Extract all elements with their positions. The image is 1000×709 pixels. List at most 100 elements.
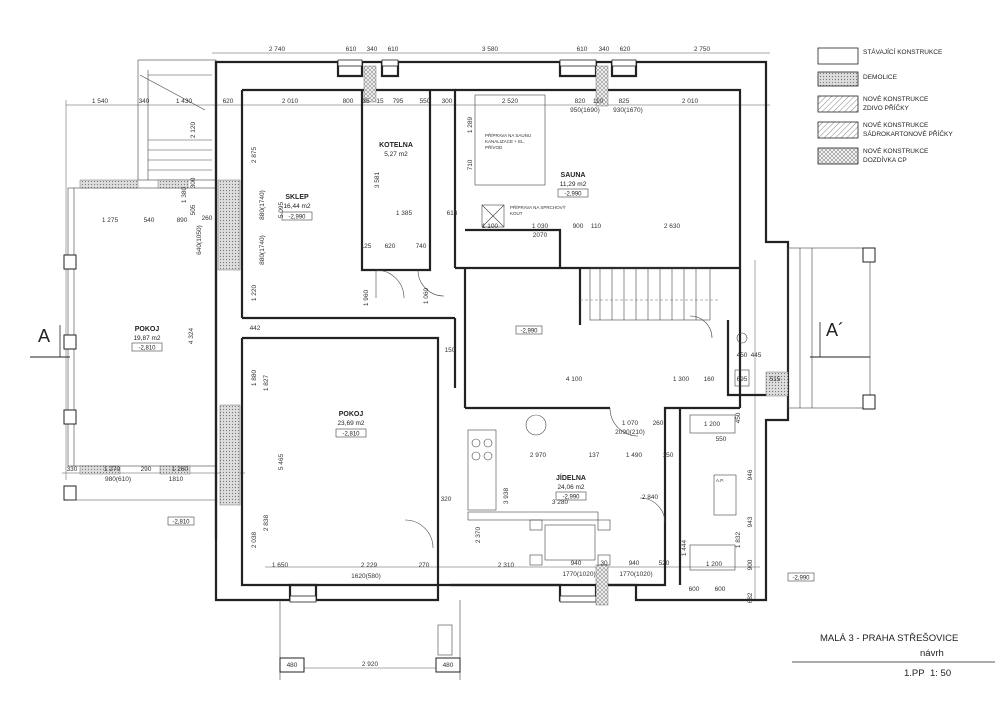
dim: 825 bbox=[619, 98, 630, 105]
dim: 550 bbox=[716, 436, 727, 443]
dim: 2 229 bbox=[361, 562, 378, 569]
dim: 3 581 bbox=[374, 171, 381, 188]
level-mark: -2,810 bbox=[172, 520, 190, 526]
dim: 613 bbox=[447, 210, 458, 217]
dim: 2 010 bbox=[282, 98, 299, 105]
dim: 1770(1020) bbox=[562, 571, 595, 578]
dim: 900 bbox=[747, 559, 754, 570]
dim: 445 bbox=[751, 352, 762, 359]
dim: 125 bbox=[361, 243, 372, 250]
dim: 2 370 bbox=[475, 526, 482, 543]
dim: 610 bbox=[577, 46, 588, 53]
legend-swatch bbox=[817, 147, 859, 165]
notes: PŘÍPRAVA NA SAUNU KANALIZACE + EL. PŘÍVO… bbox=[485, 131, 724, 483]
room-area: 19,87 m2 bbox=[133, 335, 160, 342]
dim: 930(1670) bbox=[613, 107, 643, 114]
dim: 880(1740) bbox=[259, 190, 266, 220]
dim: 880(1740) bbox=[259, 235, 266, 265]
legend-label: DEMOLICE bbox=[863, 74, 898, 81]
dim: 2070 bbox=[533, 232, 548, 239]
dim: 300 bbox=[442, 98, 453, 105]
room-name: POKOJ bbox=[135, 326, 160, 333]
note: PŘÍPRAVA NA SAUNU bbox=[485, 131, 531, 138]
dim: 1 380 bbox=[181, 186, 188, 203]
dim: 795 bbox=[393, 98, 404, 105]
legend-swatch bbox=[817, 121, 859, 139]
dim: 480 bbox=[443, 662, 454, 669]
room-name: JÍDELNA bbox=[556, 473, 586, 482]
dim: 1770(1020) bbox=[619, 571, 652, 578]
legend-label-2: DOZDÍVKA CP bbox=[863, 155, 907, 164]
dim: 620 bbox=[223, 98, 234, 105]
dim: 1620(580) bbox=[351, 573, 381, 580]
dim: 1 832 bbox=[735, 531, 742, 548]
dim: 695 bbox=[737, 376, 748, 383]
legend-label: NOVÉ KONSTRUKCE bbox=[863, 94, 929, 103]
dim: 1 220 bbox=[251, 284, 258, 301]
dim: 1 260 bbox=[172, 466, 189, 473]
sheet-name: 1.PP bbox=[904, 668, 925, 679]
dim: 160 bbox=[704, 376, 715, 383]
dim: 5 095 bbox=[278, 201, 285, 218]
legend-swatch bbox=[817, 71, 859, 87]
room-area: 11,29 m2 bbox=[560, 181, 587, 188]
dim: 2 920 bbox=[362, 661, 379, 668]
level-mark: -2,990 bbox=[520, 329, 538, 335]
dim: 940 bbox=[629, 560, 640, 567]
legend-label: NOVÉ KONSTRUKCE bbox=[863, 120, 929, 129]
dim: 946 bbox=[747, 469, 754, 480]
note: PŘÍVOD bbox=[485, 143, 503, 150]
dim: 450 bbox=[737, 352, 748, 359]
dim: 943 bbox=[747, 516, 754, 527]
stair-tower bbox=[137, 59, 217, 181]
title-block: MALÁ 3 - PRAHA STŘEŠOVICE návrh 1.PP 1: … bbox=[792, 633, 995, 679]
dim: 1 070 bbox=[622, 420, 639, 427]
dim: 1 100 bbox=[482, 223, 499, 230]
dim: 2 630 bbox=[664, 223, 681, 230]
dim: 600 bbox=[689, 586, 700, 593]
dim: 940 bbox=[571, 560, 582, 567]
dim: 3 938 bbox=[503, 487, 510, 504]
lightwell bbox=[279, 600, 461, 680]
legend-label: STÁVAJÍCÍ KONSTRUKCE bbox=[863, 47, 943, 56]
dim: 340 bbox=[139, 98, 150, 105]
dim: 515 bbox=[770, 376, 781, 383]
dim: 300 bbox=[190, 177, 197, 188]
dim: 2 520 bbox=[502, 98, 519, 105]
room-name: KOTELNA bbox=[379, 142, 413, 149]
dim: 480 bbox=[287, 662, 298, 669]
dim: 710 bbox=[467, 159, 474, 170]
dim: 1 490 bbox=[626, 452, 643, 459]
room-labels: SKLEP 16,44 m2 -2,990 KOTELNA 5,27 m2 SA… bbox=[131, 142, 815, 582]
dim: 1 880 bbox=[251, 369, 258, 386]
dim: 505 bbox=[190, 204, 197, 215]
dim: 610 bbox=[346, 46, 357, 53]
legend-swatch bbox=[817, 47, 859, 65]
room-level: -2,990 bbox=[288, 215, 306, 221]
dim: 1 385 bbox=[396, 210, 413, 217]
dimension-text-top: 2 740 610 340 610 3 580 610 340 620 2 75… bbox=[269, 46, 711, 53]
dim: 1 289 bbox=[467, 116, 474, 133]
dim: 2090(210) bbox=[615, 429, 645, 436]
sheet-scale: 1: 50 bbox=[930, 668, 951, 679]
dim: 1 650 bbox=[272, 562, 289, 569]
staircase bbox=[580, 267, 720, 321]
room-area: 16,44 m2 bbox=[283, 203, 310, 210]
dim: 640(1050) bbox=[196, 225, 203, 255]
dim: 1 030 bbox=[532, 223, 549, 230]
room-area: 5,27 m2 bbox=[384, 151, 408, 158]
sauna-interior bbox=[474, 94, 546, 228]
project-stage: návrh bbox=[920, 648, 944, 659]
dim: 450 bbox=[735, 412, 742, 423]
dim: 740 bbox=[416, 243, 427, 250]
dim: 1 060 bbox=[423, 287, 430, 304]
room-area: 24,06 m2 bbox=[557, 484, 584, 491]
dim: 290 bbox=[141, 466, 152, 473]
dim: 610 bbox=[388, 46, 399, 53]
dim: 340 bbox=[599, 46, 610, 53]
bathroom bbox=[689, 332, 750, 571]
project-name: MALÁ 3 - PRAHA STŘEŠOVICE bbox=[820, 633, 958, 644]
dim: 15 bbox=[376, 98, 384, 105]
dim: 682 bbox=[747, 592, 754, 603]
dim: 270 bbox=[419, 562, 430, 569]
